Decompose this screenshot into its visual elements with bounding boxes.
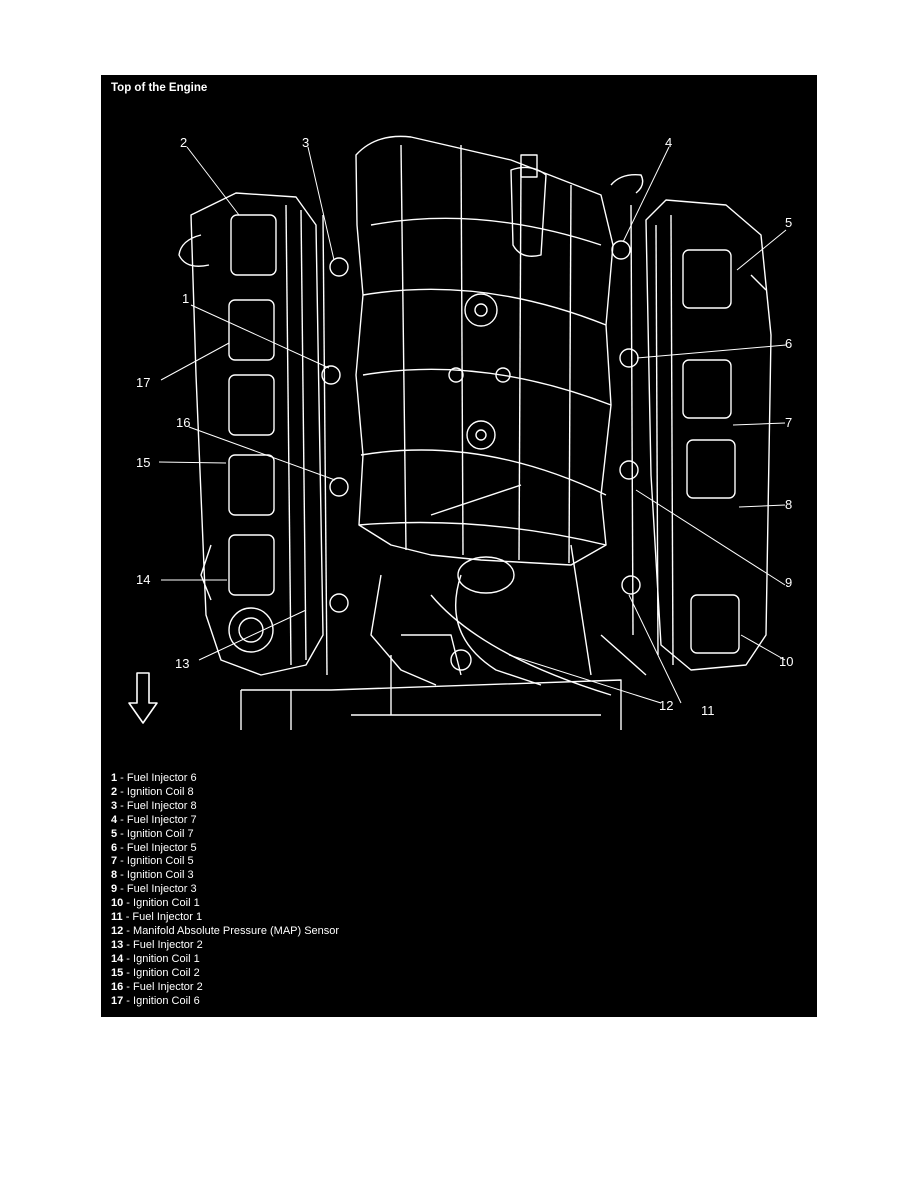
callout-4: 4: [665, 135, 672, 150]
legend-label: Fuel Injector 2: [133, 980, 203, 993]
legend-label: Fuel Injector 8: [126, 799, 197, 812]
legend-item: 16 - Fuel Injector 2: [111, 980, 203, 993]
legend-number: 10: [111, 897, 124, 910]
legend-number: 14: [111, 952, 124, 965]
legend-item: 5 - Ignition Coil 7: [111, 827, 194, 840]
legend-item: 15 - Ignition Coil 2: [111, 966, 200, 979]
throttle-tube: [510, 154, 547, 257]
callout-9: 9: [785, 575, 792, 590]
left-injector-rail: [321, 214, 349, 676]
legend-number: 8: [111, 869, 118, 882]
lower-engine-structure: [240, 544, 647, 730]
legend-number: 5: [111, 827, 118, 840]
legend-number: 15: [111, 966, 124, 979]
callout-8: 8: [785, 497, 792, 512]
legend-label: Fuel Injector 1: [132, 911, 203, 924]
legend-item: 13 - Fuel Injector 2: [111, 938, 203, 951]
callout-3: 3: [302, 135, 309, 150]
legend-number: 9: [111, 883, 118, 896]
legend-item: 17 - Ignition Coil 6: [111, 994, 200, 1007]
legend-label: Ignition Coil 8: [126, 785, 194, 798]
legend-label: Manifold Absolute Pressure (MAP) Sensor: [133, 924, 340, 937]
engine-diagram: 2 3 4 5 1 6 17 16 7 15 8 9 14 10 13 12 1…: [128, 135, 793, 730]
legend-label: Ignition Coil 6: [133, 994, 200, 1007]
legend-item: 4 - Fuel Injector 7: [111, 813, 197, 826]
legend-label: Ignition Coil 1: [133, 897, 200, 910]
legend-item: 14 - Ignition Coil 1: [111, 952, 200, 965]
legend-number: 2: [111, 785, 118, 798]
legend-label: Ignition Coil 1: [133, 952, 200, 965]
legend-item: 2 - Ignition Coil 8: [111, 785, 194, 798]
legend-item: 8 - Ignition Coil 3: [111, 869, 194, 882]
legend-item: 10 - Ignition Coil 1: [111, 897, 200, 910]
legend-label: Ignition Coil 3: [126, 869, 194, 882]
intake-manifold: [355, 135, 614, 566]
legend-label: Ignition Coil 2: [133, 966, 200, 979]
legend-list: 1 - Fuel Injector 6 2 - Ignition Coil 8 …: [111, 772, 339, 1008]
legend-label: Ignition Coil 5: [126, 855, 194, 868]
callout-14: 14: [136, 572, 150, 587]
legend-item: 7 - Ignition Coil 5: [111, 855, 194, 868]
legend-number: 13: [111, 938, 124, 951]
right-cylinder-bank: [610, 174, 772, 671]
callout-7: 7: [785, 415, 792, 430]
callout-16: 16: [176, 415, 190, 430]
legend-number: 4: [111, 813, 118, 826]
legend-number: 1: [111, 772, 118, 784]
legend-number: 7: [111, 855, 118, 868]
legend-item: 3 - Fuel Injector 8: [111, 799, 197, 812]
leader-lines: [158, 146, 787, 704]
callout-numbers: 2 3 4 5 1 6 17 16 7 15 8 9 14 10 13 12 1…: [136, 135, 793, 718]
legend-item: 9 - Fuel Injector 3: [111, 883, 197, 896]
callout-15: 15: [136, 455, 150, 470]
engine-figure: Top of the Engine: [101, 75, 817, 1017]
down-arrow-icon: [128, 672, 158, 724]
callout-11: 11: [701, 703, 715, 718]
legend-number: 12: [111, 924, 124, 937]
legend-label: Ignition Coil 7: [126, 827, 194, 840]
callout-12: 12: [659, 698, 673, 713]
callout-1: 1: [182, 291, 189, 306]
legend-label: Fuel Injector 2: [133, 938, 203, 951]
legend-item: 1 - Fuel Injector 6: [111, 772, 197, 784]
legend-number: 16: [111, 980, 124, 993]
legend-number: 3: [111, 799, 118, 812]
callout-13: 13: [175, 656, 189, 671]
callout-2: 2: [180, 135, 187, 150]
legend-number: 17: [111, 994, 124, 1007]
callout-17: 17: [136, 375, 150, 390]
legend-item: 11 - Fuel Injector 1: [111, 911, 203, 924]
legend-label: Fuel Injector 5: [126, 841, 197, 854]
legend-label: Fuel Injector 3: [126, 883, 197, 896]
callout-6: 6: [785, 336, 792, 351]
legend-number: 11: [111, 911, 123, 924]
legend-number: 6: [111, 841, 118, 854]
legend-label: Fuel Injector 6: [126, 772, 197, 784]
left-cylinder-bank: [178, 192, 324, 676]
legend-item: 12 - Manifold Absolute Pressure (MAP) Se…: [111, 924, 340, 937]
legend-item: 6 - Fuel Injector 5: [111, 841, 197, 854]
legend-label: Fuel Injector 7: [126, 813, 197, 826]
figure-title: Top of the Engine: [111, 82, 208, 94]
right-injector-rail: [611, 204, 641, 636]
callout-10: 10: [779, 654, 793, 669]
callout-5: 5: [785, 215, 792, 230]
